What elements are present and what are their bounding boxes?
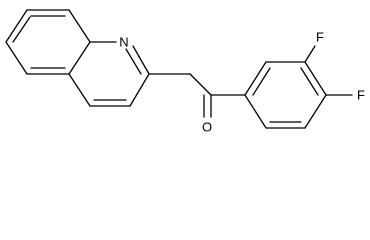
double-bond-inner [125, 48, 142, 75]
bond [68, 41, 91, 75]
double-bond-inner [12, 16, 31, 43]
bond [5, 9, 28, 43]
fluorine-atom-label-meta: F [316, 30, 324, 45]
fluorine-atom-label-para: F [357, 88, 365, 103]
bond [304, 61, 327, 96]
quinoline-benzo-ring [5, 9, 91, 75]
difluorophenyl-ring [244, 61, 327, 129]
double-bond-inner [252, 67, 271, 96]
ketone-linker [148, 73, 246, 118]
bond [68, 73, 91, 107]
chemical-structure-diagram: N O F F [5, 9, 365, 135]
bond [68, 9, 91, 43]
bond [132, 45, 150, 75]
nitrogen-atom-label: N [119, 35, 128, 50]
bond [304, 45, 316, 63]
bond [189, 73, 212, 96]
bond [129, 73, 150, 107]
oxygen-atom-label: O [202, 120, 212, 135]
fluorine-bonds [304, 45, 353, 96]
bond [244, 61, 267, 96]
double-bond-inner [300, 67, 319, 96]
bond [5, 41, 28, 75]
bond [244, 94, 267, 129]
quinoline-pyridine-ring [68, 41, 150, 107]
bond [304, 94, 327, 129]
